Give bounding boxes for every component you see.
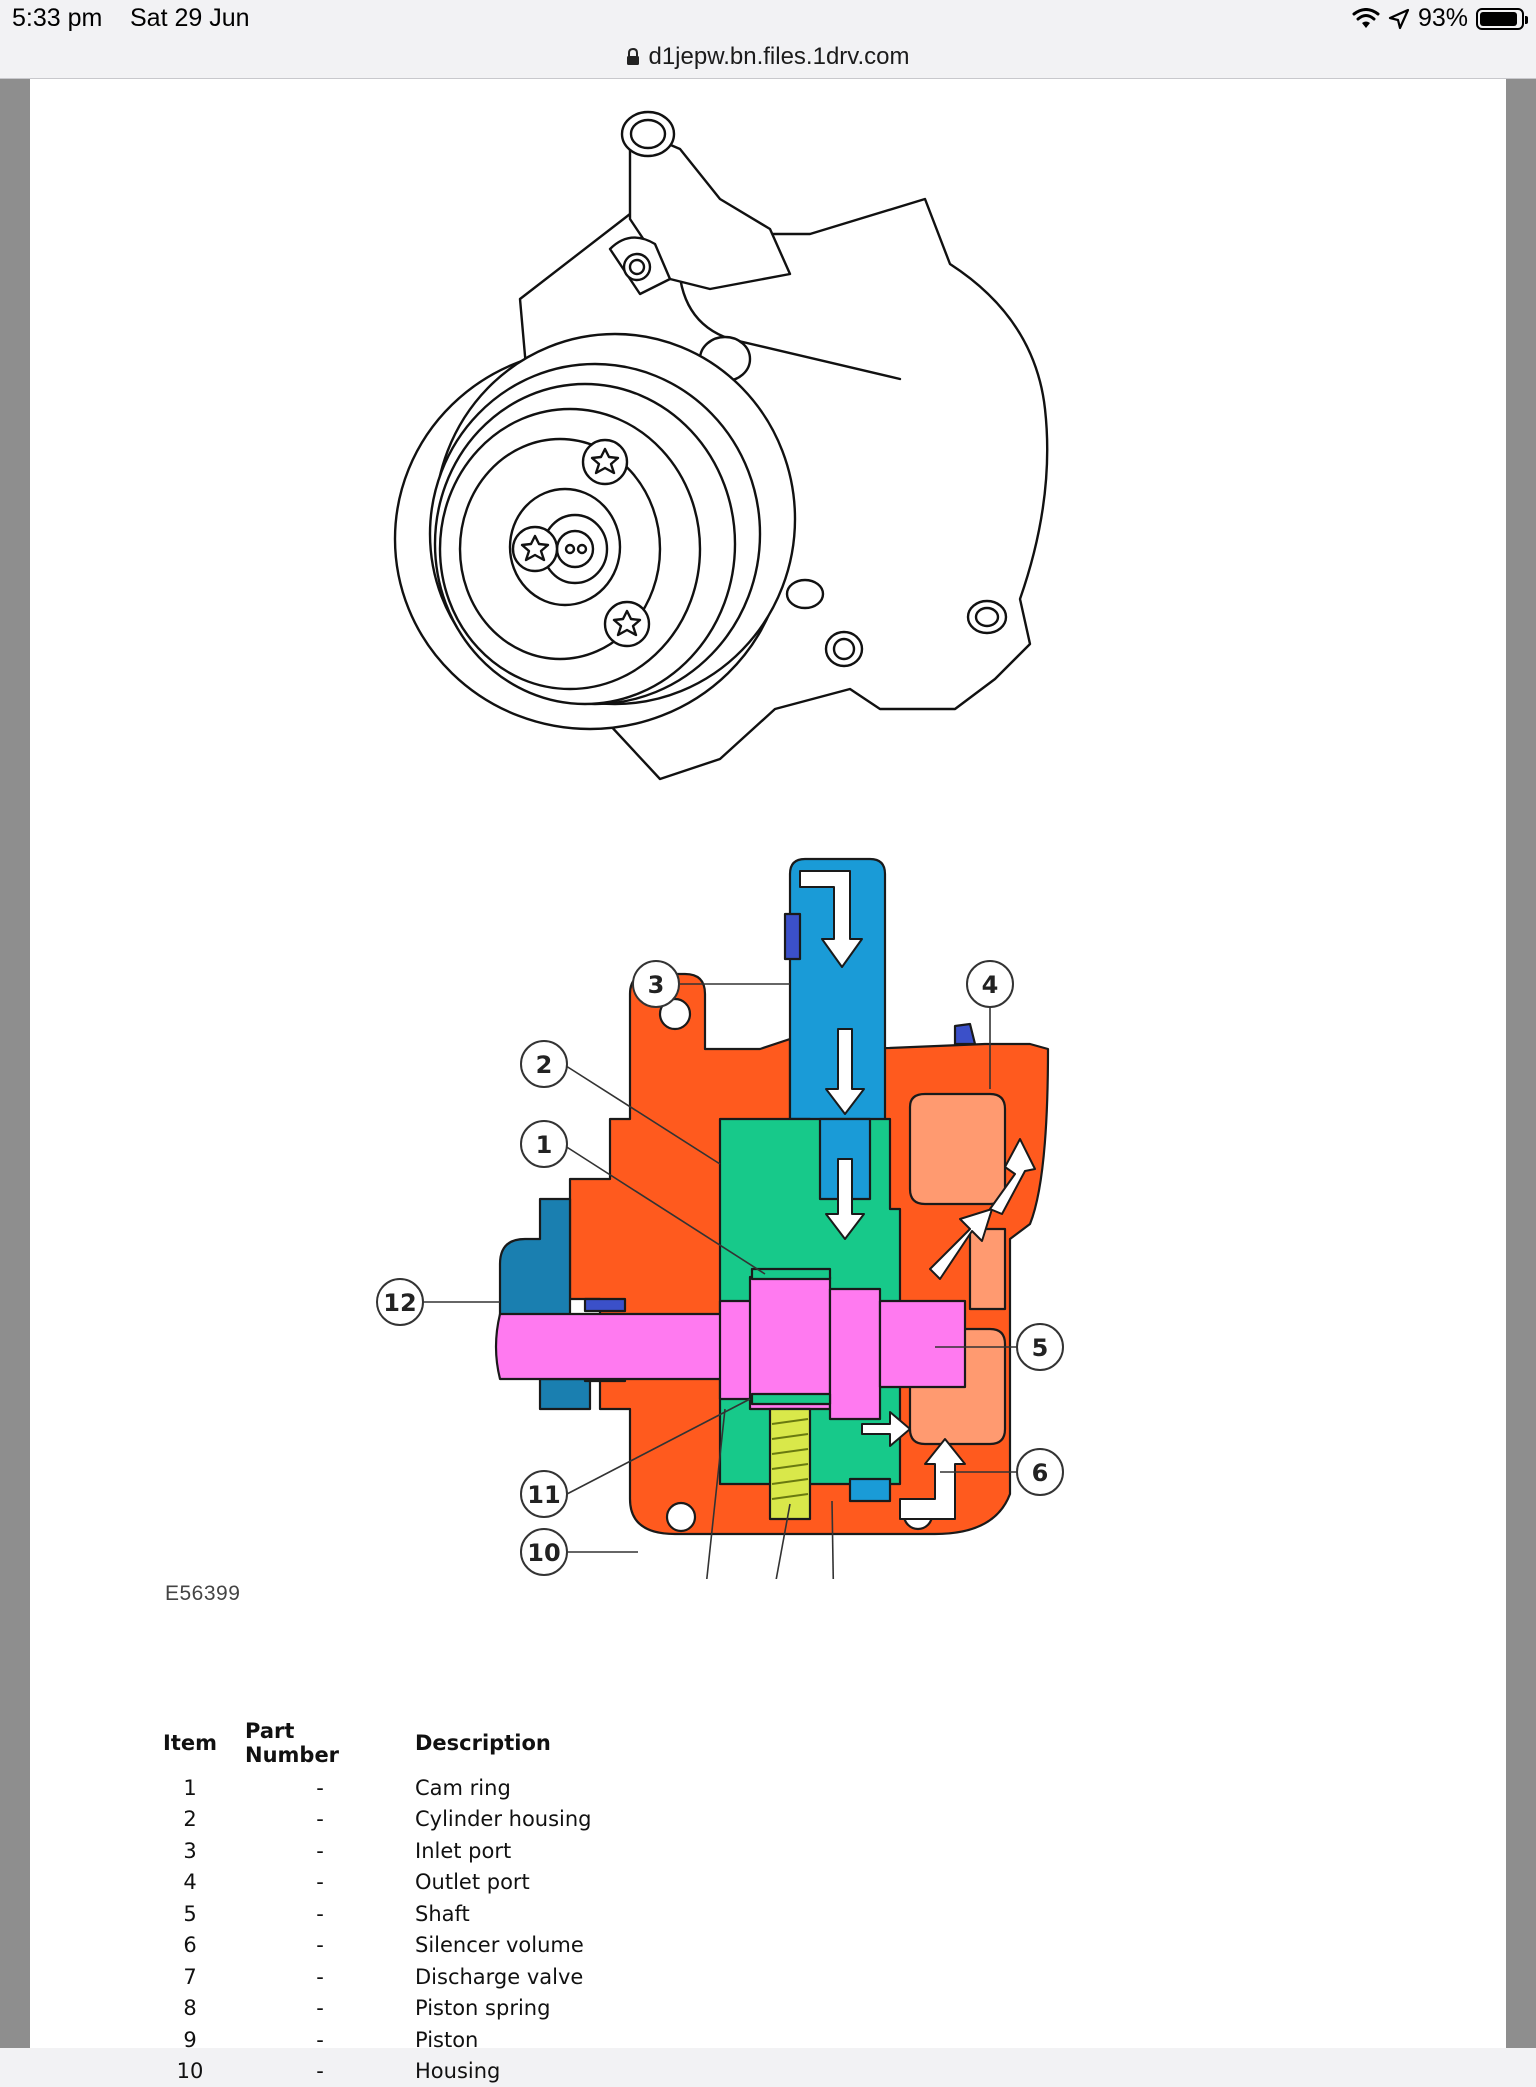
cell-desc: Cylinder housing — [405, 1804, 602, 1836]
status-icons: 93% — [1352, 4, 1524, 33]
callout-2-label: 2 — [536, 1051, 553, 1079]
figure-id: E56399 — [165, 1582, 240, 1606]
cell-part: - — [235, 2024, 405, 2056]
battery-percent: 93% — [1418, 4, 1468, 33]
cell-item: 3 — [145, 1835, 235, 1867]
cell-item: 6 — [145, 1930, 235, 1962]
status-time: 5:33 pm — [12, 4, 102, 33]
table-row: 7-Discharge valve — [145, 1961, 602, 1993]
pump-figure: 3 2 1 4 5 6 7 8 9 10 11 12 — [30, 79, 1506, 1579]
shaft-shape — [496, 1314, 735, 1379]
address-bar[interactable]: d1jepw.bn.files.1drv.com — [0, 36, 1536, 78]
cam-ring-shape — [750, 1277, 830, 1409]
status-date: Sat 29 Jun — [130, 4, 250, 33]
cell-item: 4 — [145, 1867, 235, 1899]
cell-desc: Cam ring — [405, 1772, 602, 1804]
cell-part: - — [235, 1993, 405, 2025]
table-header-row: Item Part Number Description — [145, 1719, 602, 1772]
callout-4-label: 4 — [982, 971, 999, 999]
cell-desc: Discharge valve — [405, 1961, 602, 1993]
callout-6-label: 6 — [1032, 1459, 1049, 1487]
cell-part: - — [235, 1804, 405, 1836]
status-bar: 5:33 pm Sat 29 Jun 93% — [0, 0, 1536, 40]
cell-item: 1 — [145, 1772, 235, 1804]
table-row: 2-Cylinder housing — [145, 1804, 602, 1836]
table-row: 9-Piston — [145, 2024, 602, 2056]
callout-5-label: 5 — [1032, 1334, 1049, 1362]
table-row: 5-Shaft — [145, 1898, 602, 1930]
cell-desc: Shaft — [405, 1898, 602, 1930]
table-row: 1-Cam ring — [145, 1772, 602, 1804]
pump-exterior-drawing — [395, 112, 1047, 779]
header-item: Item — [145, 1719, 235, 1772]
cell-desc: Piston spring — [405, 1993, 602, 2025]
table-row: 3-Inlet port — [145, 1835, 602, 1867]
cell-item: 7 — [145, 1961, 235, 1993]
lock-icon — [626, 48, 640, 66]
battery-fill — [1480, 12, 1517, 26]
wifi-icon — [1352, 8, 1380, 30]
cell-desc: Piston — [405, 2024, 602, 2056]
callout-1-label: 1 — [536, 1131, 553, 1159]
cell-part: - — [235, 1867, 405, 1899]
header-description: Description — [405, 1719, 602, 1772]
cell-desc: Silencer volume — [405, 1930, 602, 1962]
cell-desc: Housing — [405, 2056, 602, 2087]
battery-icon — [1476, 8, 1524, 30]
callout-11-label: 11 — [527, 1481, 560, 1509]
cell-desc: Outlet port — [405, 1867, 602, 1899]
silencer-chamber-upper — [910, 1094, 1005, 1204]
cell-item: 2 — [145, 1804, 235, 1836]
cell-part: - — [235, 2056, 405, 2087]
location-arrow-icon — [1388, 8, 1410, 30]
callout-12-label: 12 — [383, 1289, 416, 1317]
callout-3-label: 3 — [648, 971, 665, 999]
callout-10-label: 10 — [527, 1539, 560, 1567]
table-row: 4-Outlet port — [145, 1867, 602, 1899]
header-part-number: Part Number — [235, 1719, 405, 1772]
cell-item: 9 — [145, 2024, 235, 2056]
silencer-chamber-middle — [970, 1229, 1005, 1309]
cell-part: - — [235, 1961, 405, 1993]
cell-item: 5 — [145, 1898, 235, 1930]
table-row: 8-Piston spring — [145, 1993, 602, 2025]
pump-cross-section — [496, 859, 1048, 1534]
document-page[interactable]: 3 2 1 4 5 6 7 8 9 10 11 12 E56399 Item P… — [30, 79, 1506, 2048]
table-row: 10-Housing — [145, 2056, 602, 2087]
cell-item: 10 — [145, 2056, 235, 2087]
cell-part: - — [235, 1930, 405, 1962]
url-text: d1jepw.bn.files.1drv.com — [648, 43, 909, 71]
cell-desc: Inlet port — [405, 1835, 602, 1867]
cell-part: - — [235, 1772, 405, 1804]
discharge-valve-shape — [850, 1479, 890, 1501]
table-row: 6-Silencer volume — [145, 1930, 602, 1962]
cell-part: - — [235, 1898, 405, 1930]
cell-part: - — [235, 1835, 405, 1867]
cell-item: 8 — [145, 1993, 235, 2025]
parts-table: Item Part Number Description 1-Cam ring … — [145, 1719, 602, 2087]
